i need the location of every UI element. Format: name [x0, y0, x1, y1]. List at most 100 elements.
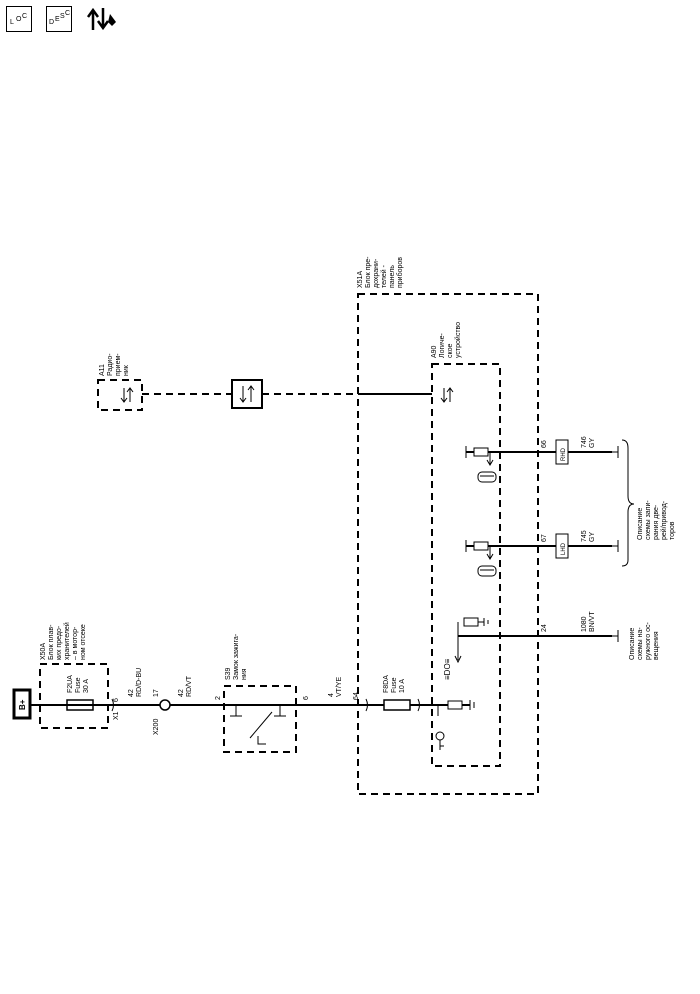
- radio-comm-arrows-icon: [120, 387, 134, 403]
- ext-light-ground: [478, 618, 489, 626]
- svg-text:вещения: вещения: [653, 631, 660, 660]
- svg-text:Описание: Описание: [629, 628, 636, 660]
- desc-d: D: [49, 19, 55, 26]
- svg-text:4: 4: [328, 693, 335, 697]
- svg-text:панель: панель: [389, 265, 396, 288]
- svg-text:F2UA: F2UA: [67, 675, 74, 693]
- svg-text:Блок пре-: Блок пре-: [365, 256, 372, 288]
- svg-text:A11: A11: [99, 364, 106, 376]
- loc-o: O: [16, 16, 22, 23]
- svg-text:ружного ос-: ружного ос-: [645, 622, 652, 660]
- pin-66: 66: [541, 440, 548, 448]
- loc-l: L: [10, 19, 14, 26]
- svg-text:GY: GY: [589, 438, 596, 448]
- x1-connector: [111, 698, 114, 712]
- a11-label: A11 Радио- прием- ник: [99, 353, 130, 376]
- svg-text:VT/YE: VT/YE: [336, 676, 343, 697]
- f2ua-label: F2UA Fuse 30 A: [67, 675, 90, 693]
- desc-c: C: [65, 10, 71, 17]
- data-arrows-wrench-icon[interactable]: [86, 4, 120, 34]
- x1-pin-6: 6: [113, 698, 120, 702]
- description-icon[interactable]: D E S C: [46, 6, 72, 32]
- pin-67: 67: [541, 534, 548, 542]
- lhd-ref-bracket: [612, 540, 619, 552]
- door-lock-note: Описание схемы запи- рания две- рей/прив…: [637, 500, 676, 540]
- x51a-box: [357, 293, 539, 795]
- lhd-arrow: [486, 546, 494, 560]
- svg-text:RD/D-BU: RD/D-BU: [136, 668, 143, 697]
- x51a-label: X51A Блок пре- дохрани- телей - панель п…: [357, 256, 404, 288]
- s39-pin-6: 6: [303, 696, 310, 700]
- f8da-label: F8DA Fuse 10 A: [383, 675, 406, 693]
- ext-light-ref-bracket: [612, 630, 619, 642]
- svg-text:Блок плав-: Блок плав-: [48, 624, 55, 660]
- a90-connector: [417, 698, 420, 712]
- desc-s: S: [60, 13, 65, 20]
- lhd-label: LHD: [561, 542, 567, 555]
- svg-text:хранителей: хранителей: [63, 622, 71, 660]
- bplus-label: B+: [18, 699, 27, 710]
- loc-c: C: [22, 13, 28, 20]
- rhd-ref-bracket: [612, 446, 619, 458]
- wire-label-745-gy: 745 GY: [581, 530, 596, 542]
- car-door-icon-lhd: [477, 565, 497, 577]
- s39-label: S39 Замок зажига- ния: [225, 633, 248, 680]
- x51a-pin-64: 64: [353, 692, 360, 700]
- svg-text:ское: ское: [447, 343, 454, 358]
- svg-text:торов: торов: [669, 521, 676, 540]
- ext-light-arrow: [454, 655, 462, 664]
- f8da-fuse: [383, 699, 411, 711]
- svg-text:Fuse: Fuse: [75, 677, 82, 693]
- a90-label: A90 Логиче- ское устройство: [431, 322, 462, 358]
- svg-text:A90: A90: [431, 345, 438, 358]
- svg-text:BN/VT: BN/VT: [589, 611, 596, 632]
- svg-text:X51A: X51A: [357, 271, 364, 288]
- wire-label-42-rd-dbu: 42 RD/D-BU: [128, 668, 143, 697]
- svg-text:Замок зажига-: Замок зажига-: [233, 633, 240, 680]
- serial-data-icon: [231, 379, 263, 409]
- wire-label-1080-bn-vt: 1080 BN/VT: [581, 611, 596, 632]
- wire-label-42-rd-vt: 42 RD/VT: [178, 675, 193, 697]
- svg-text:10 A: 10 A: [399, 679, 406, 693]
- svg-text:Fuse: Fuse: [391, 677, 398, 693]
- svg-text:рей/привод-: рей/привод-: [660, 500, 668, 540]
- svg-text:дохрани-: дохрани-: [373, 258, 380, 288]
- s39-pin-2: 2: [215, 696, 222, 700]
- a11-box: [97, 379, 143, 411]
- car-door-icon-rhd: [477, 471, 497, 483]
- lhd-box: [555, 533, 569, 559]
- x1-label: X1: [113, 711, 120, 720]
- svg-text:схемы запи-: схемы запи-: [645, 500, 652, 540]
- x50a-box: [39, 663, 109, 729]
- x200-pin: 17: [153, 689, 160, 697]
- svg-text:S39: S39: [225, 667, 232, 680]
- svg-text:1080: 1080: [581, 616, 588, 632]
- svg-text:746: 746: [581, 436, 588, 448]
- svg-text:ник: ник: [123, 364, 130, 376]
- key-icon: [435, 731, 445, 750]
- svg-text:ном отсеке: ном отсеке: [80, 624, 87, 660]
- svg-text:Логиче-: Логиче-: [439, 333, 446, 358]
- resistor-ign: [447, 700, 463, 710]
- svg-text:прием-: прием-: [115, 353, 122, 376]
- x200-label: X200: [153, 719, 160, 735]
- wire-label-4-vt-ye: 4 VT/YE: [328, 676, 343, 697]
- location-icon[interactable]: L O C: [6, 6, 32, 32]
- a90-comm-arrows-icon: [440, 387, 454, 403]
- exterior-light-note: Описание схемы на- ружного ос- вещения: [629, 622, 660, 660]
- rhd-label: RHD: [561, 447, 567, 461]
- svg-text:RD/VT: RD/VT: [186, 675, 193, 697]
- svg-text:приборов: приборов: [396, 257, 404, 288]
- svg-text:Описание: Описание: [637, 508, 644, 540]
- s39-box: [223, 685, 297, 753]
- pin-24: 24: [541, 624, 548, 632]
- door-lock-ref-brace: [621, 439, 635, 567]
- x200-connector: [159, 699, 171, 711]
- svg-text:30 A: 30 A: [83, 679, 90, 693]
- svg-text:42: 42: [178, 689, 185, 697]
- svg-text:42: 42: [128, 689, 135, 697]
- svg-text:– в мотор-: – в мотор-: [72, 626, 79, 660]
- svg-text:схемы на-: схемы на-: [637, 627, 644, 660]
- lhd-resistor: [473, 541, 489, 551]
- svg-text:Радио-: Радио-: [107, 353, 114, 376]
